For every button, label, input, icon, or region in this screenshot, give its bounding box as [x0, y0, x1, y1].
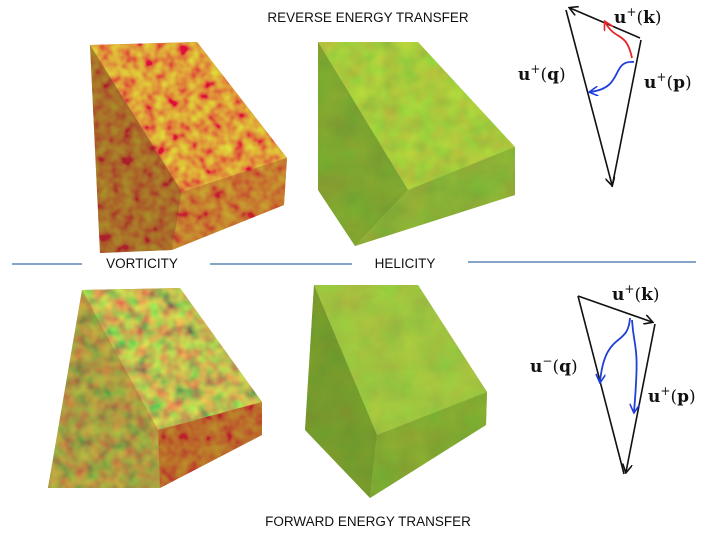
- label-u-q-top: u+(q): [518, 62, 566, 85]
- label-u-p-bottom: u+(p): [648, 384, 696, 407]
- helicity-label: HELICITY: [375, 256, 436, 271]
- blue-transfer-arrow-p: [632, 319, 637, 412]
- vector-p-top: [611, 39, 642, 188]
- blue-transfer-arrow-top: [590, 61, 635, 92]
- reverse-transfer-title: REVERSE ENERGY TRANSFER: [267, 10, 469, 25]
- triad-diagram-reverse: u+(k) u+(q) u+(p): [518, 5, 692, 187]
- red-transfer-arrow: [605, 22, 633, 59]
- vorticity-cube-reverse: [90, 42, 287, 253]
- triad-diagram-forward: u+(k) u−(q) u+(p): [530, 282, 696, 474]
- helicity-cube-forward: [305, 285, 487, 498]
- label-u-p-top: u+(p): [644, 70, 692, 93]
- label-u-q-bottom: u−(q): [530, 354, 578, 377]
- helicity-cube-reverse: [318, 42, 515, 246]
- vector-k-bottom: [577, 295, 652, 322]
- vorticity-label: VORTICITY: [106, 256, 178, 271]
- forward-transfer-title: FORWARD ENERGY TRANSFER: [265, 514, 471, 529]
- label-u-k-top: u+(k): [614, 5, 662, 28]
- label-u-k-bottom: u+(k): [612, 282, 660, 305]
- vector-p-bottom: [626, 323, 656, 472]
- vector-q-top: [565, 9, 612, 185]
- vector-q-bottom: [577, 295, 625, 475]
- blue-transfer-arrow-q: [600, 317, 631, 382]
- vorticity-cube-forward: [48, 288, 262, 488]
